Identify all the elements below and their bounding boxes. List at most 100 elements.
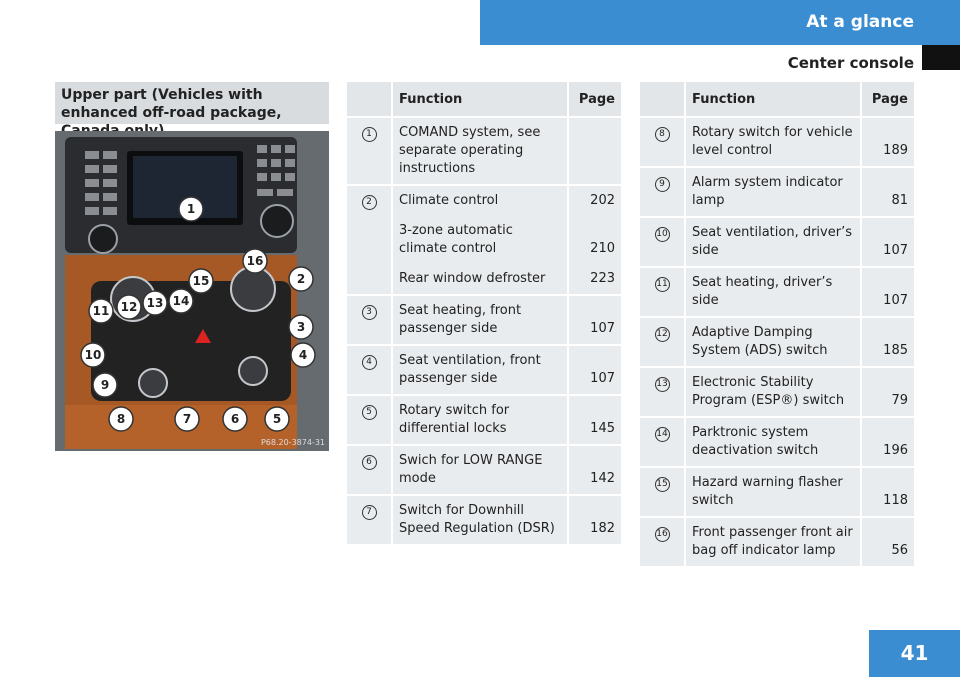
page-ref: 145: [569, 396, 621, 446]
section-heading: Upper part (Vehicles with enhanced off-r…: [55, 82, 329, 139]
chapter-title: At a glance: [806, 12, 914, 32]
callout-label: 7: [183, 412, 191, 426]
callout-label: 9: [101, 378, 109, 392]
header-marker: [922, 45, 960, 70]
page-ref: 107: [862, 268, 914, 318]
callout-number: 6: [361, 455, 377, 470]
function-text: Front passenger front air bag off indica…: [686, 518, 862, 568]
page-ref: 81: [862, 168, 914, 218]
function-text: Seat ventilation, front passenger side: [393, 346, 569, 396]
function-table-left: Function Page 1 COMAND system, see separ…: [347, 82, 621, 546]
function-header: Function: [393, 82, 569, 118]
table-row: 1 COMAND system, see separate operating …: [347, 118, 621, 186]
page-ref: 118: [862, 468, 914, 518]
callout-number: 9: [654, 177, 670, 192]
callout-number: 1: [361, 127, 377, 142]
callout-label: 5: [273, 412, 281, 426]
function-text: Electronic Stability Program (ESP®) swit…: [686, 368, 862, 418]
callout-label: 4: [299, 348, 307, 362]
function-text: Adaptive Damping System (ADS) switch: [686, 318, 862, 368]
table-row: 15 Hazard warning flasher switch 118: [640, 468, 914, 518]
function-text: COMAND system, see separate operating in…: [393, 118, 569, 186]
page-header: Page: [569, 82, 621, 118]
function-text: 3-zone automatic climate control: [399, 223, 513, 256]
page-ref: 196: [862, 418, 914, 468]
function-text: Alarm system indicator lamp: [686, 168, 862, 218]
callout-label: 10: [85, 348, 102, 362]
page-ref: 210: [590, 241, 615, 256]
function-header: Function: [686, 82, 862, 118]
callout-number: 11: [654, 277, 670, 292]
table-row: 3 Seat heating, front passenger side 107: [347, 296, 621, 346]
callout-label: 11: [93, 304, 110, 318]
callout-label: 13: [147, 296, 164, 310]
function-text: Rotary switch for vehicle level control: [686, 118, 862, 168]
table-row: 12 Adaptive Damping System (ADS) switch …: [640, 318, 914, 368]
page-ref: 107: [569, 346, 621, 396]
table-row: 10 Seat ventilation, driver’s side 107: [640, 218, 914, 268]
callout-number: 8: [654, 127, 670, 142]
function-text: Hazard warning flasher switch: [686, 468, 862, 518]
callout-number: 13: [654, 377, 670, 392]
callout-number: 3: [361, 305, 377, 320]
callout-label: 1: [187, 202, 195, 216]
page-ref: 223: [590, 271, 615, 286]
table-row: 9 Alarm system indicator lamp 81: [640, 168, 914, 218]
photo-code: P68.20-3874-31: [261, 438, 325, 447]
callout-number: 14: [654, 427, 670, 442]
callout-number: 10: [654, 227, 670, 242]
table-row: 5 Rotary switch for differential locks 1…: [347, 396, 621, 446]
callout-label: 3: [297, 320, 305, 334]
num-header: [347, 82, 393, 118]
function-text: Switch for Downhill Speed Regulation (DS…: [393, 496, 569, 546]
function-table-right: Function Page 8 Rotary switch for vehicl…: [640, 82, 914, 568]
function-text: Seat ventilation, driver’s side: [686, 218, 862, 268]
callout-label: 12: [121, 300, 138, 314]
page-ref: 182: [569, 496, 621, 546]
callout-number: 5: [361, 405, 377, 420]
table-row: 2 Climate control 3-zone automatic clima…: [347, 186, 621, 296]
page-ref: 107: [569, 296, 621, 346]
function-text: Climate control: [399, 193, 499, 208]
page-ref: 56: [862, 518, 914, 568]
callout-label: 6: [231, 412, 239, 426]
function-text: Parktronic system deactivation switch: [686, 418, 862, 468]
function-text: Seat heating, front passenger side: [393, 296, 569, 346]
callout-label: 8: [117, 412, 125, 426]
page-ref: [569, 118, 621, 186]
section-subtitle: Center console: [787, 54, 914, 72]
callout-number: 15: [654, 477, 670, 492]
page-ref: 107: [862, 218, 914, 268]
header-bar: [480, 0, 960, 45]
page-ref: 79: [862, 368, 914, 418]
page-header: Page: [862, 82, 914, 118]
callout-label: 16: [247, 254, 264, 268]
callout-number: 16: [654, 527, 670, 542]
table-row: 14 Parktronic system deactivation switch…: [640, 418, 914, 468]
table-row: 4 Seat ventilation, front passenger side…: [347, 346, 621, 396]
page-ref: 189: [862, 118, 914, 168]
callout-label: 14: [173, 294, 190, 308]
callout-number: 2: [361, 195, 377, 210]
callout-number: 7: [361, 505, 377, 520]
page-number: 41: [869, 630, 960, 677]
table-row: 8 Rotary switch for vehicle level contro…: [640, 118, 914, 168]
page-ref: 202: [590, 193, 615, 208]
table-row: 11 Seat heating, driver’s side 107: [640, 268, 914, 318]
table-row: 13 Electronic Stability Program (ESP®) s…: [640, 368, 914, 418]
table-row: 7 Switch for Downhill Speed Regulation (…: [347, 496, 621, 546]
table-row: 16 Front passenger front air bag off ind…: [640, 518, 914, 568]
function-text: Seat heating, driver’s side: [686, 268, 862, 318]
function-text: Rear window defroster: [399, 271, 546, 286]
page-ref: 185: [862, 318, 914, 368]
table-row: 6 Swich for LOW RANGE mode 142: [347, 446, 621, 496]
callout-number: 12: [654, 327, 670, 342]
callout-label: 2: [297, 272, 305, 286]
function-text: Swich for LOW RANGE mode: [393, 446, 569, 496]
center-console-photo: 1 2 3 4 5 6 7 8 9 10 11 12 13 14 15 16 P…: [55, 131, 329, 451]
callout-label: 15: [193, 274, 210, 288]
callout-number: 4: [361, 355, 377, 370]
page-ref: 142: [569, 446, 621, 496]
function-text: Rotary switch for differential locks: [393, 396, 569, 446]
num-header: [640, 82, 686, 118]
